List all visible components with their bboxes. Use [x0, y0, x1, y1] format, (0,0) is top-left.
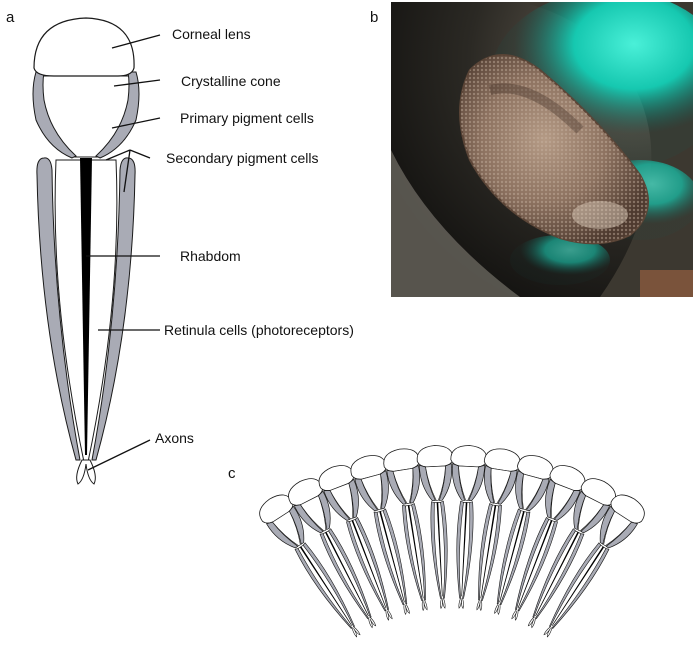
label-axons: Axons: [155, 430, 194, 446]
corneal-lens: [33, 17, 135, 77]
secondary-pigment-cell-right: [91, 157, 136, 461]
panel-c-letter: c: [228, 465, 236, 482]
label-primary-pigment-cells: Primary pigment cells: [180, 110, 314, 126]
label-crystalline-cone: Crystalline cone: [181, 73, 281, 89]
secondary-pigment-cell-left: [36, 157, 81, 461]
eye-photograph: [391, 2, 693, 297]
primary-pigment-cell-right: [95, 71, 140, 159]
label-retinula-cells: Retinula cells (photoreceptors): [164, 322, 354, 338]
label-rhabdom: Rhabdom: [180, 248, 241, 264]
ommatidium-diagram: [32, 17, 140, 485]
rhabdom: [80, 158, 92, 455]
panel-a-letter: a: [6, 9, 15, 26]
ommatidia-array: [253, 444, 651, 647]
panel-b-letter: b: [370, 9, 378, 26]
primary-pigment-cell-left: [32, 71, 77, 159]
label-secondary-pigment-cells: Secondary pigment cells: [166, 150, 319, 166]
label-corneal-lens: Corneal lens: [172, 26, 251, 42]
axons: [76, 459, 96, 485]
leader-lines: [86, 34, 161, 471]
